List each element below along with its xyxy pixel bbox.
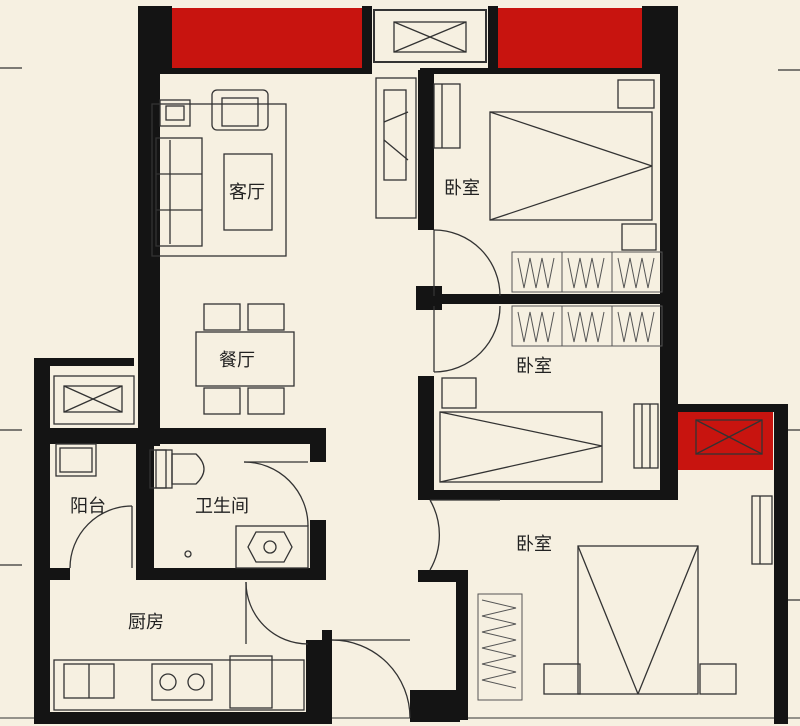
wardrobe-middle — [511, 305, 663, 347]
dimension-ticks — [0, 67, 800, 719]
washbasin — [184, 525, 309, 569]
vent-shaft-top — [373, 9, 487, 63]
dining-table — [195, 303, 295, 415]
desk-north — [433, 83, 461, 149]
room-label-bedroom-middle: 卧室 — [516, 356, 552, 377]
vent-shaft-east — [695, 419, 763, 455]
toilet — [149, 449, 205, 489]
bed-south — [543, 495, 773, 695]
bed-middle — [439, 377, 659, 483]
washing-machine — [55, 443, 97, 477]
room-label-dining: 餐厅 — [219, 350, 255, 371]
doors — [69, 229, 501, 719]
wardrobe-south — [477, 593, 523, 701]
tv-cabinet — [375, 77, 417, 219]
highlight-wall-top-left — [172, 8, 362, 70]
wardrobe-north — [511, 251, 663, 293]
sofa-set — [151, 89, 287, 257]
vent-shaft-balcony — [53, 375, 135, 425]
room-label-living: 客厅 — [229, 182, 265, 203]
kitchen-counter — [53, 655, 305, 711]
room-label-bedroom-north: 卧室 — [444, 178, 480, 199]
highlight-wall-top-right — [498, 8, 642, 70]
room-label-balcony: 阳台 — [70, 496, 106, 517]
highlight-walls — [172, 8, 773, 470]
walls — [34, 6, 788, 724]
room-label-bedroom-south: 卧室 — [516, 534, 552, 555]
room-label-kitchen: 厨房 — [128, 612, 164, 633]
bed-north — [489, 79, 657, 251]
room-label-bathroom: 卫生间 — [195, 496, 249, 517]
